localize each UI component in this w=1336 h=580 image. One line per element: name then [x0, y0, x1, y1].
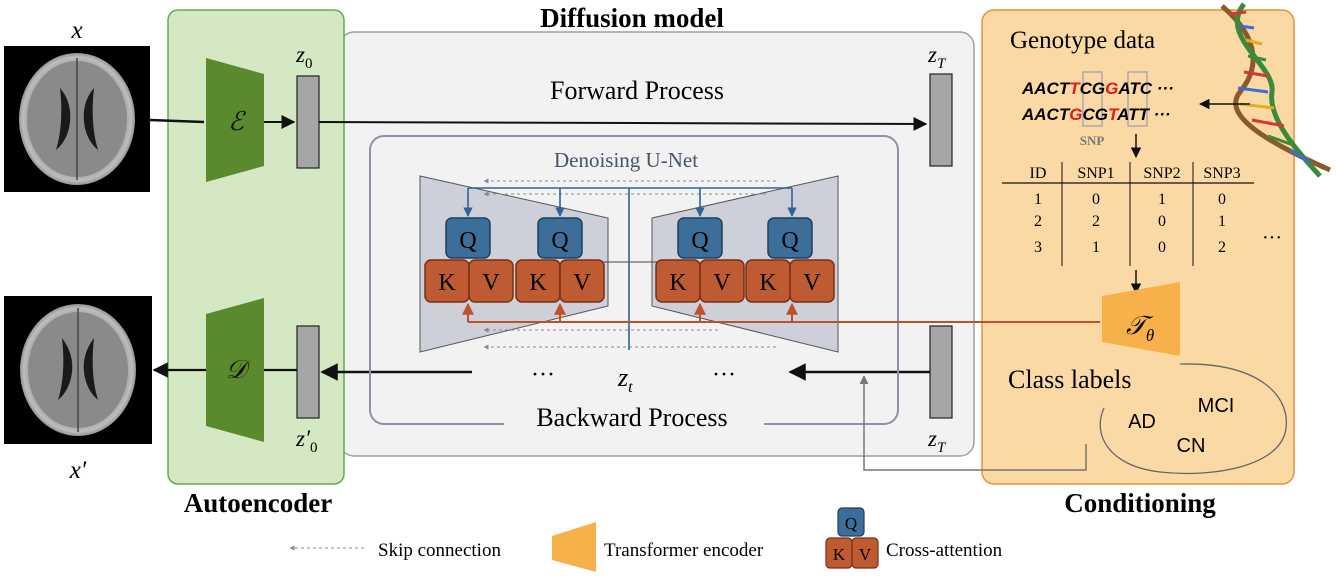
svg-text:K: K	[529, 270, 547, 296]
transformer-encoder-block	[1102, 282, 1180, 356]
query-block	[677, 217, 723, 259]
legend-skip-label: Skip connection	[378, 540, 501, 561]
ellipsis-left: ···	[531, 362, 555, 388]
table-cell: 0	[1092, 191, 1100, 208]
input-brain-image	[4, 46, 150, 192]
table-cell: 1	[1034, 191, 1042, 208]
legend-transformer-label: Transformer encoder	[604, 540, 764, 561]
svg-text:K: K	[833, 545, 846, 564]
latent-z0-prime-label: z′0	[295, 426, 317, 456]
snp-highlight-2	[1127, 71, 1148, 127]
legend-transformer-icon	[552, 522, 596, 572]
table-cell: 2	[1034, 213, 1042, 230]
class-label-ad: AD	[1128, 411, 1156, 433]
autoencoder-title: Autoencoder	[184, 488, 332, 518]
class-label-cn: CN	[1177, 435, 1206, 457]
table-cell: 1	[1218, 213, 1226, 230]
attention-block-1: Q K V	[424, 217, 514, 303]
value-block	[699, 259, 745, 303]
svg-text:V: V	[573, 270, 591, 296]
encoder-block	[206, 58, 264, 182]
latent-zT-top-label: zT	[927, 42, 947, 72]
dna-helix-icon	[1220, 2, 1332, 178]
svg-text:Q: Q	[845, 514, 857, 533]
table-cell: 2	[1092, 213, 1100, 230]
latent-z0-bar	[296, 75, 320, 169]
latent-zT-bottom-label: zT	[927, 426, 947, 456]
arrow-forward-process	[318, 116, 928, 131]
denoising-unet-label: Denoising U-Net	[554, 148, 698, 172]
arrow-input-to-encoder	[149, 118, 205, 124]
table-cell: 3	[1034, 239, 1042, 256]
svg-text:Q: Q	[459, 228, 476, 254]
table-cell: 1	[1158, 191, 1166, 208]
class-labels-ellipse	[1099, 363, 1287, 475]
conditioning-injection-lines	[462, 302, 1100, 323]
value-block	[468, 259, 514, 303]
svg-text:Q: Q	[691, 228, 708, 254]
query-block	[537, 217, 583, 259]
class-labels-title: Class labels	[1008, 365, 1132, 394]
table-cell: 0	[1218, 191, 1226, 208]
query-block	[445, 217, 491, 259]
value-block	[789, 259, 835, 303]
attention-block-4: Q K V	[745, 217, 835, 303]
output-brain-image	[4, 296, 152, 444]
latent-zT-top-bar	[929, 73, 953, 167]
svg-text:V: V	[859, 545, 872, 564]
latent-z0-prime-bar	[296, 325, 320, 419]
table-header-cell: SNP3	[1203, 165, 1240, 182]
dna-sequence-2: AACTGCGTATT ···	[1021, 105, 1171, 124]
snp-label: SNP	[1080, 133, 1105, 148]
class-label-mci: MCI	[1198, 395, 1235, 417]
table-more-ellipsis: ···	[1262, 227, 1282, 249]
diffusion-model-title: Diffusion model	[540, 3, 724, 33]
snp-highlight-1	[1082, 71, 1103, 127]
svg-text:Q: Q	[551, 228, 568, 254]
svg-text:V: V	[803, 270, 821, 296]
svg-text:K: K	[759, 270, 777, 296]
conditioning-title: Conditioning	[1064, 488, 1216, 518]
table-cell: 1	[1092, 239, 1100, 256]
decoder-block	[206, 298, 264, 442]
output-label-x-prime: x′	[69, 457, 87, 484]
table-header-cell: SNP1	[1077, 165, 1114, 182]
ellipsis-right: ···	[712, 362, 736, 388]
query-block	[767, 217, 813, 259]
svg-text:V: V	[482, 270, 500, 296]
forward-process-label: Forward Process	[550, 76, 724, 105]
genotype-data-title: Genotype data	[1010, 27, 1155, 54]
table-header-cell: ID	[1030, 165, 1047, 182]
genotype-table-cells: ID SNP1 SNP2 SNP3 1 0 1 0 2 2 0 1 3 1 0 2	[1030, 165, 1241, 256]
input-label-x: x	[70, 17, 82, 44]
zt-label: zt	[617, 363, 633, 396]
table-cell: 2	[1218, 239, 1226, 256]
svg-text:K: K	[669, 270, 687, 296]
legend-cross-attention-label: Cross-attention	[886, 540, 1003, 561]
arrow-class-labels-to-backward	[859, 375, 1087, 471]
dna-sequence-1: AACTTCGGATC ···	[1021, 79, 1174, 98]
svg-text:Q: Q	[781, 228, 798, 254]
table-cell: 0	[1158, 213, 1166, 230]
svg-text:K: K	[438, 270, 456, 296]
attention-block-2: Q K V	[515, 217, 605, 303]
encoder-label: ℰ	[228, 107, 246, 136]
backward-label-bg	[504, 408, 764, 438]
legend-cross-attention-icon: Q K V	[825, 507, 879, 569]
value-block	[559, 259, 605, 303]
attention-block-3: Q K V	[655, 217, 745, 303]
backward-process-label: Backward Process	[536, 403, 727, 432]
svg-text:V: V	[713, 270, 731, 296]
table-cell: 0	[1158, 239, 1166, 256]
latent-zT-bottom-bar	[929, 325, 953, 419]
table-header-cell: SNP2	[1143, 165, 1180, 182]
genotype-table	[1002, 162, 1254, 266]
legend: Skip connection Transformer encoder Q K …	[289, 507, 1003, 572]
latent-z0-label: z0	[295, 42, 312, 72]
